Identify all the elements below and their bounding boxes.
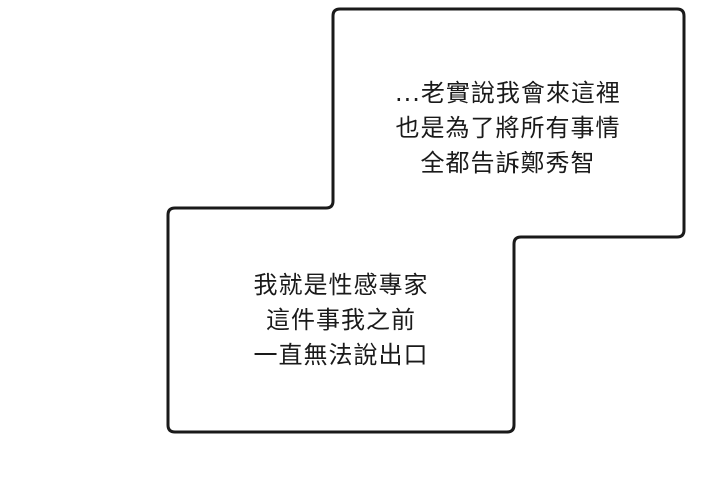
caption-bottom-line: 我就是性感專家 <box>253 271 429 299</box>
caption-bottom-line: 這件事我之前 <box>266 306 416 334</box>
caption-top-line: ...老實說我會來這裡 <box>395 79 621 107</box>
caption-bottom-line: 一直無法說出口 <box>253 341 429 369</box>
caption-bottom: 我就是性感專家 這件事我之前 一直無法說出口 <box>168 268 514 373</box>
caption-box-shape <box>166 7 686 434</box>
caption-top-line: 也是為了將所有事情 <box>395 114 621 142</box>
caption-top: ...老實說我會來這裡 也是為了將所有事情 全都告訴鄭秀智 <box>332 76 684 181</box>
caption-top-line: 全都告訴鄭秀智 <box>420 149 596 177</box>
